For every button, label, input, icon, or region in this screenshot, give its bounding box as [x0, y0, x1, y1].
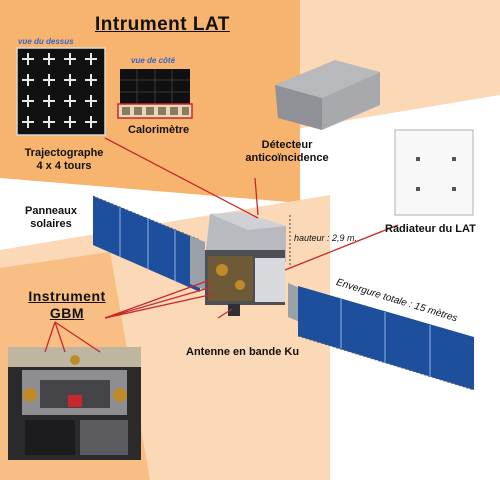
calorimeter-side-view	[117, 69, 193, 119]
acd-box	[275, 60, 380, 130]
acd-line2: anticoïncidence	[245, 151, 329, 164]
solar-panels-line1: Panneaux	[25, 205, 77, 217]
solar-panel-left	[92, 195, 205, 292]
calorimeter-view-label: vue de côté	[131, 56, 176, 65]
tracker-top-view	[16, 47, 106, 136]
acd-label: Détecteur anticoïncidence	[232, 139, 342, 164]
radiator-label: Radiateur du LAT	[385, 223, 476, 235]
height-label: hauteur : 2,9 m.	[294, 233, 358, 243]
antenna-label: Antenne en bande Ku	[186, 346, 300, 358]
tracker-name: Trajectographe	[24, 147, 104, 159]
tracker-view-label: vue du dessus	[18, 37, 74, 46]
solar-panels-line2: solaires	[30, 217, 72, 230]
radiator-panel	[394, 129, 474, 216]
gbm-label: Instrument GBM	[12, 288, 122, 322]
leader-lines	[44, 137, 399, 353]
tracker-detail: 4 x 4 tours	[36, 159, 92, 172]
acd-line1: Détecteur	[261, 139, 313, 151]
gbm-inset	[8, 347, 141, 460]
tracker-label: Trajectographe 4 x 4 tours	[14, 147, 114, 172]
calorimeter-label: Calorimètre	[128, 124, 190, 136]
gbm-line2: GBM	[49, 304, 85, 321]
diagram-title: Intrument LAT	[95, 14, 230, 35]
spacecraft-body	[205, 212, 286, 316]
solar-panel-right	[288, 283, 475, 391]
gbm-line1: Instrument	[28, 288, 106, 304]
solar-panels-label: Panneaux solaires	[18, 205, 84, 230]
